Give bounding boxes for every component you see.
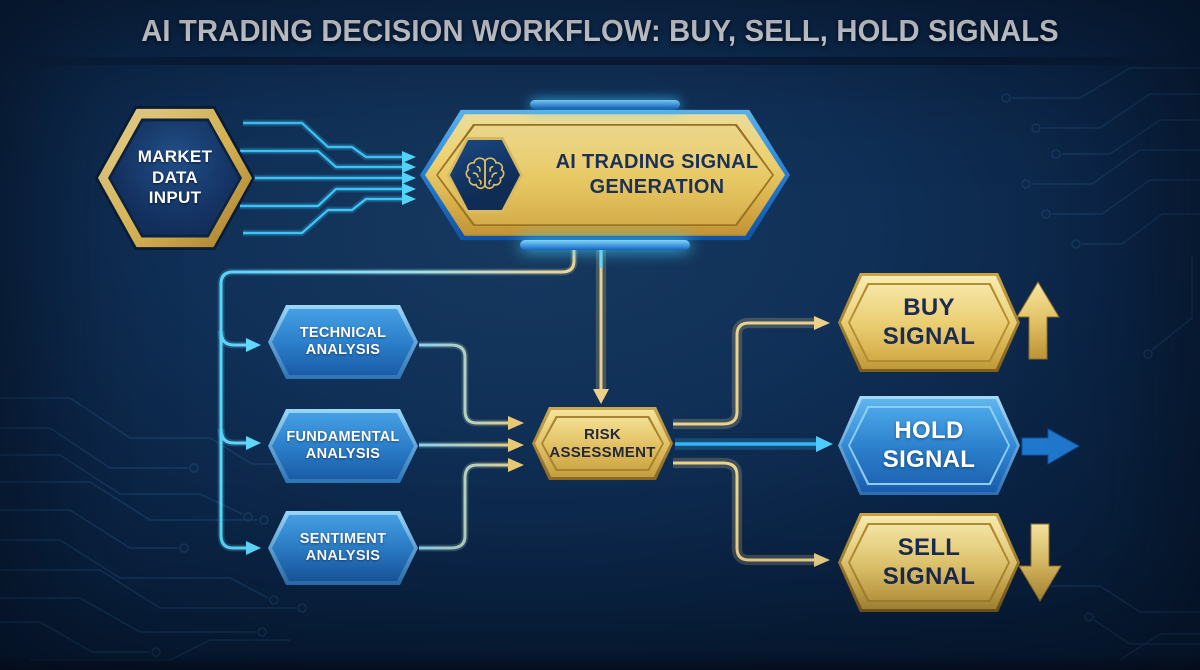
bottom-shade — [0, 654, 1200, 670]
badge-label-line2: GENERATION — [589, 176, 725, 198]
cyan-arrowheads — [246, 338, 261, 555]
node-risk-assessment: RISK ASSESSMENT — [532, 407, 673, 480]
gold-arrowheads — [508, 416, 524, 472]
sell-inner-plate — [850, 525, 1008, 600]
edge-ai-to-analyses — [217, 247, 578, 555]
edge-market-to-ai — [240, 119, 416, 237]
node-fundamental-analysis: FUNDAMENTAL ANALYSIS — [268, 409, 418, 483]
cyan-arrowheads — [402, 151, 416, 205]
buy-label-line1: BUY — [903, 294, 955, 322]
technical-label-line1: TECHNICAL — [299, 324, 387, 341]
hold-label-line2: SIGNAL — [882, 445, 976, 473]
sentiment-label-line2: ANALYSIS — [305, 548, 381, 564]
sell-label-line2: SIGNAL — [882, 562, 976, 590]
sentiment-label-line1: SENTIMENT — [299, 530, 387, 547]
risk-label-line1: RISK — [583, 425, 622, 443]
hold-inner-plate — [850, 408, 1008, 483]
badge-label-line1: AI TRADING SIGNAL — [555, 151, 759, 173]
edge-ai-to-risk — [593, 248, 609, 404]
background-circuit-right — [1001, 67, 1200, 661]
market-label-line2: DATA — [152, 167, 198, 187]
sell-label-line1: SELL — [897, 534, 961, 562]
hold-label-line1: HOLD — [894, 417, 964, 445]
background-circuit-left — [0, 397, 341, 661]
node-market-data-input: MARKET DATA INPUT — [95, 103, 255, 253]
node-sell-signal: SELL SIGNAL — [838, 513, 1020, 612]
edge-risk-to-hold — [675, 436, 833, 452]
gold-arrowhead — [593, 389, 609, 404]
node-technical-analysis: TECHNICAL ANALYSIS — [268, 305, 418, 379]
up-arrow-icon — [1016, 281, 1060, 360]
node-buy-signal: BUY SIGNAL — [838, 273, 1020, 372]
node-sentiment-analysis: SENTIMENT ANALYSIS — [268, 511, 418, 585]
page-title: AI TRADING DECISION WORKFLOW: BUY, SELL,… — [141, 13, 1059, 48]
technical-label-line2: ANALYSIS — [305, 342, 381, 358]
buy-inner-plate — [850, 285, 1008, 360]
node-ai-signal-generation: AI TRADING SIGNAL GENERATION — [420, 100, 790, 250]
badge-top-accent-bar — [530, 100, 680, 109]
risk-inner-plate — [543, 418, 662, 469]
risk-label-line2: ASSESSMENT — [549, 443, 656, 461]
node-hold-signal: HOLD SIGNAL — [838, 396, 1020, 495]
fundamental-label-line2: ANALYSIS — [305, 446, 381, 462]
badge-bottom-accent-bar — [520, 240, 690, 250]
badge-brain-hexagon — [447, 137, 523, 213]
down-arrow-icon — [1018, 523, 1062, 602]
market-label-line3: INPUT — [148, 188, 202, 208]
right-arrow-icon — [1021, 428, 1081, 465]
title-underline-band — [0, 57, 1200, 65]
sentiment-fill — [272, 515, 414, 581]
technical-fill — [272, 309, 414, 375]
edge-risk-to-sell — [673, 457, 830, 567]
edge-analyses-to-risk — [419, 341, 524, 552]
fundamental-fill — [272, 413, 414, 479]
brain-icon — [465, 157, 505, 190]
buy-label-line2: SIGNAL — [882, 322, 976, 350]
market-label-line1: MARKET — [137, 147, 213, 167]
edge-risk-to-buy — [673, 316, 830, 430]
fundamental-label-line1: FUNDAMENTAL — [286, 428, 400, 445]
